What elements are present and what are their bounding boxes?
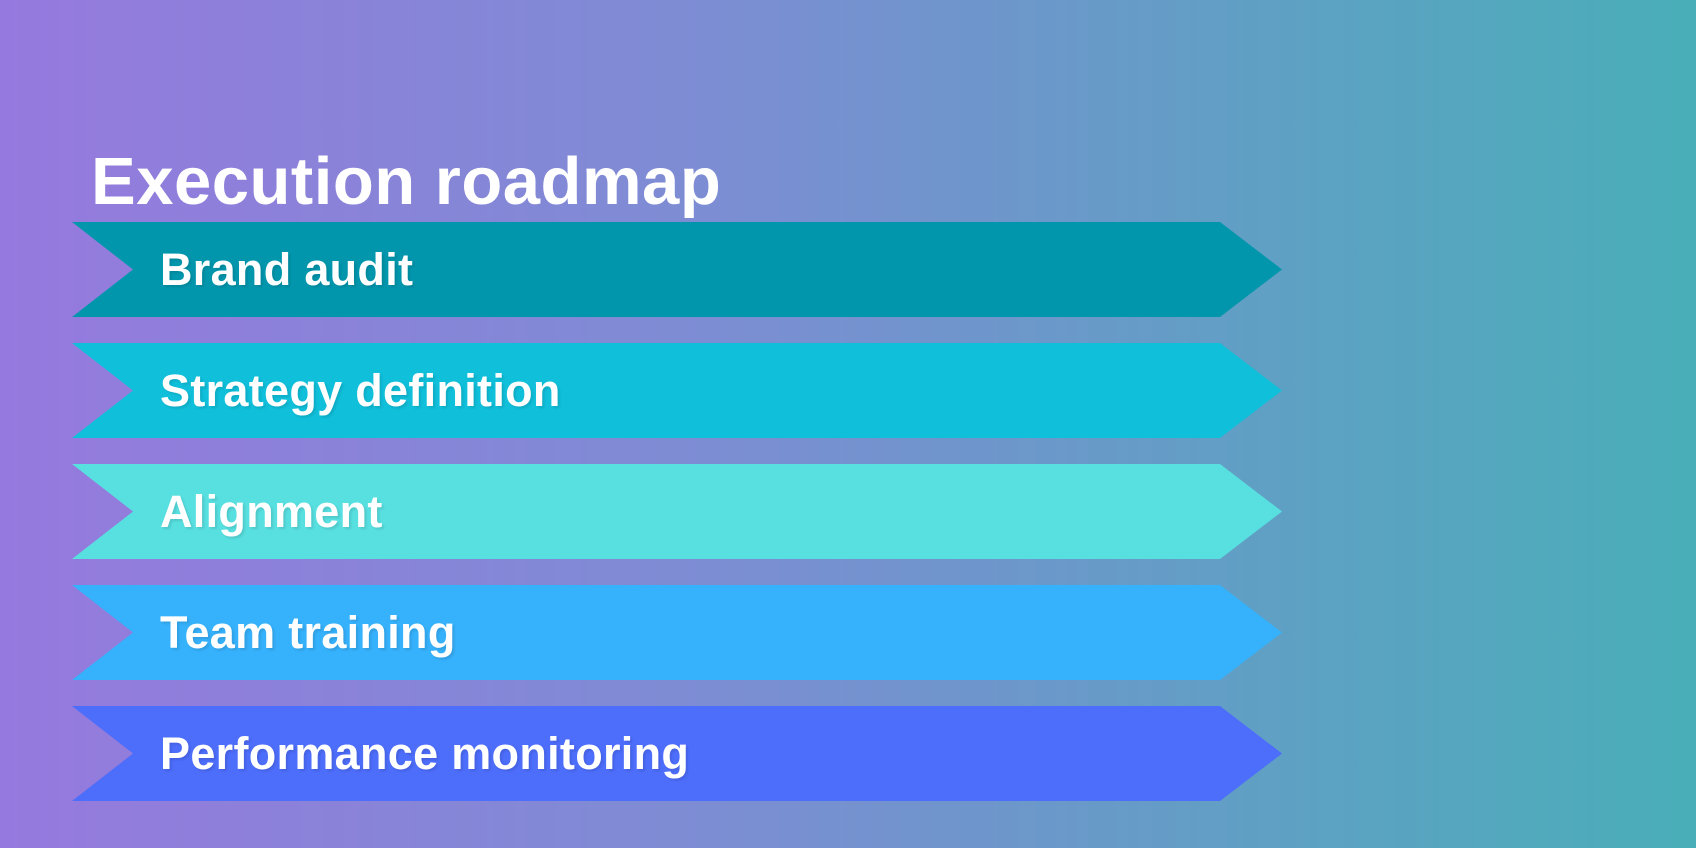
roadmap-step-performance-monitoring: Performance monitoring	[72, 706, 1282, 801]
roadmap-step-label: Alignment	[160, 485, 383, 537]
roadmap-step-alignment: Alignment	[72, 464, 1282, 559]
roadmap-step-label: Strategy definition	[160, 364, 561, 416]
roadmap-step-label: Brand audit	[160, 243, 414, 295]
page-title: Execution roadmap	[91, 143, 722, 219]
roadmap-step-label: Team training	[160, 606, 456, 658]
roadmap-step-brand-audit: Brand audit	[72, 222, 1282, 317]
roadmap-step-strategy-definition: Strategy definition	[72, 343, 1282, 438]
roadmap-step-team-training: Team training	[72, 585, 1282, 680]
roadmap-step-label: Performance monitoring	[160, 727, 690, 779]
